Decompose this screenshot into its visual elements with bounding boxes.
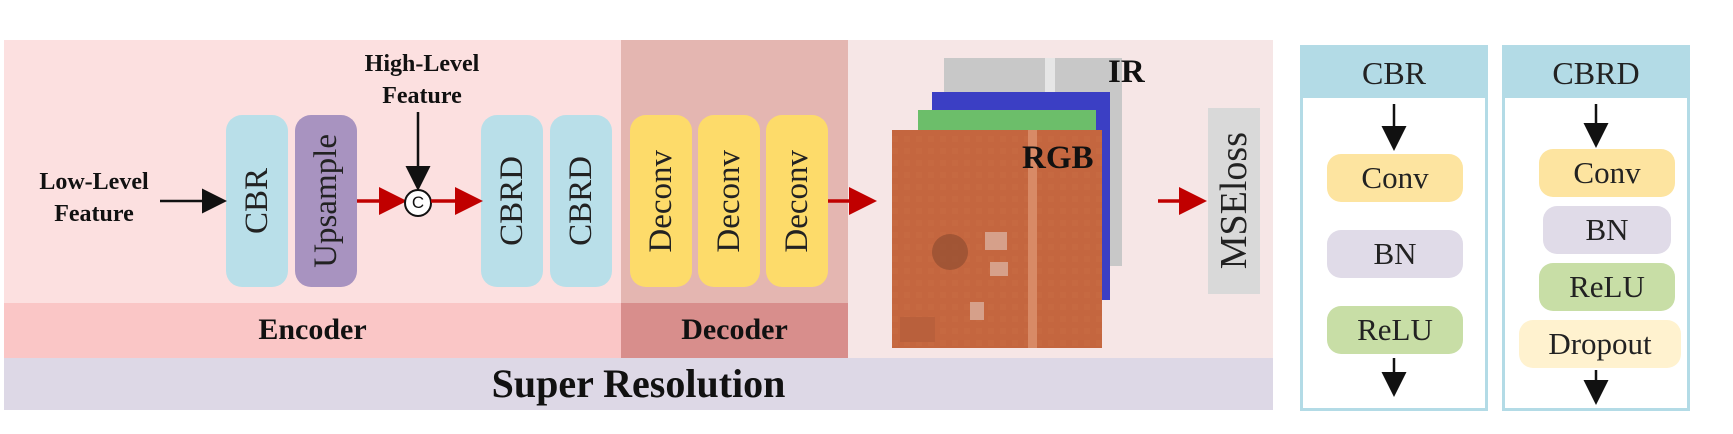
rgb-road <box>1028 130 1037 348</box>
super-resolution-bar: Super Resolution <box>4 358 1273 410</box>
concat-node <box>404 189 432 217</box>
concat-symbol: C <box>411 193 425 212</box>
upsample-block: Upsample <box>295 115 357 287</box>
mse-loss-box: MSEloss <box>1208 108 1260 294</box>
ir-label: IR <box>1108 54 1145 90</box>
rgb-label: RGB <box>1022 140 1094 176</box>
legend-cbr: CBR Conv BN ReLU <box>1300 45 1488 411</box>
legend-cbrd-title: CBRD <box>1505 48 1687 98</box>
decoder-label-bar: Decoder <box>621 303 848 358</box>
legend-cbr-conv: Conv <box>1327 154 1463 202</box>
decoder-label: Decoder <box>681 313 788 346</box>
legend-cbrd-bn: BN <box>1543 206 1671 254</box>
legend-cbrd-relu: ReLU <box>1539 263 1675 311</box>
rgb-trees <box>932 234 968 270</box>
deconv-block-1: Deconv <box>630 115 692 287</box>
cbrd-block-2: CBRD <box>550 115 612 287</box>
rgb-farmstead-4 <box>900 317 935 342</box>
deconv-block-3: Deconv <box>766 115 828 287</box>
legend-cbrd-conv: Conv <box>1539 149 1675 197</box>
rgb-farmstead-3 <box>970 302 984 320</box>
legend-cbr-arrows <box>1381 104 1407 397</box>
low-level-feature-label: Low-Level Feature <box>39 169 149 227</box>
legend-cbrd-arrows <box>1583 104 1609 405</box>
cbrd-block-1: CBRD <box>481 115 543 287</box>
high-level-feature-label: High-Level Feature <box>364 51 480 109</box>
super-resolution-label: Super Resolution <box>491 361 786 406</box>
legend-cbr-title: CBR <box>1303 48 1485 98</box>
legend-cbrd-dropout: Dropout <box>1519 320 1681 368</box>
legend-cbr-relu: ReLU <box>1327 306 1463 354</box>
deconv-block-2: Deconv <box>698 115 760 287</box>
encoder-label-bar: Encoder <box>4 303 621 358</box>
encoder-cbr-block: CBR <box>226 115 288 287</box>
legend-cbrd: CBRD Conv BN ReLU Dropout <box>1502 45 1690 411</box>
rgb-farmstead-2 <box>990 262 1008 276</box>
legend-cbr-bn: BN <box>1327 230 1463 278</box>
encoder-label: Encoder <box>258 313 367 346</box>
image-stack <box>892 58 1122 348</box>
rgb-farmstead-1 <box>985 232 1007 250</box>
